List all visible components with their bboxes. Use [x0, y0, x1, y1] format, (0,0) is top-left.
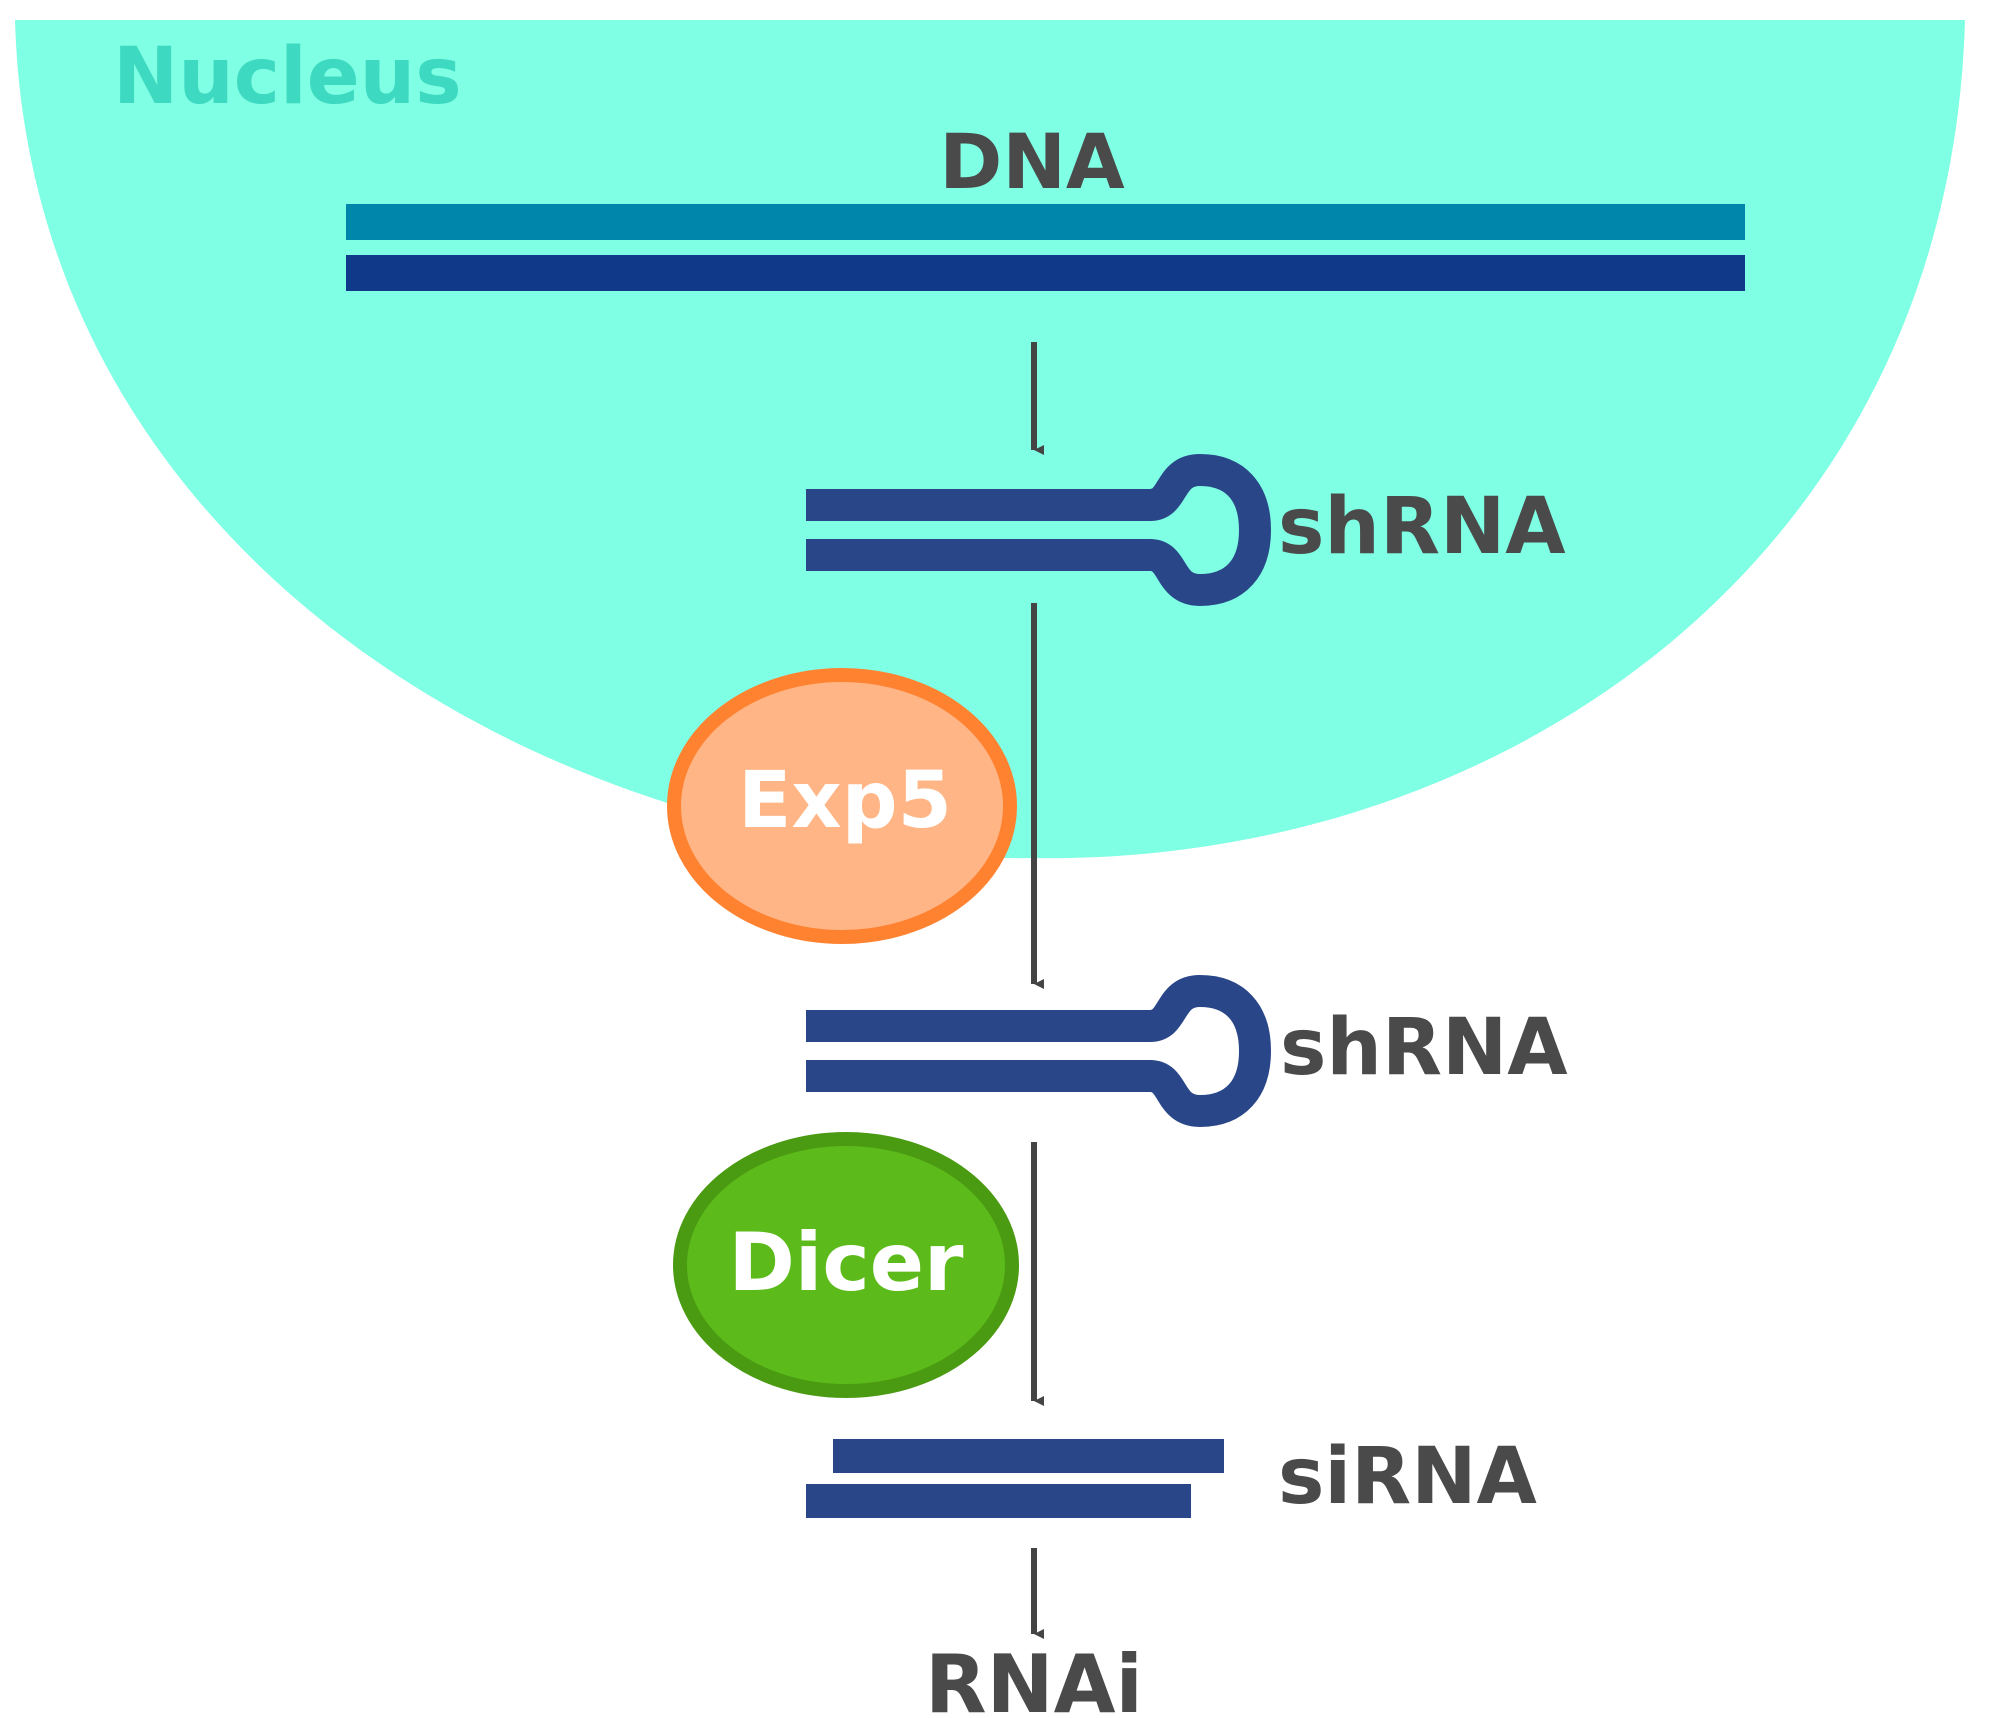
sirna-strand-bottom	[806, 1484, 1191, 1518]
dna-strand-bottom	[346, 255, 1745, 291]
dna-label: DNA	[939, 117, 1125, 206]
shrna-hairpin-cytoplasm	[806, 974, 1272, 1128]
shrna-nuclear-label: shRNA	[1278, 482, 1566, 572]
sirna-strand-top	[833, 1439, 1224, 1473]
dicer-label: Dicer	[729, 1216, 965, 1309]
exp5-protein	[667, 668, 1017, 944]
sirna-label: siRNA	[1278, 1432, 1537, 1522]
dna-strand-top	[346, 204, 1745, 240]
exp5-label: Exp5	[738, 756, 952, 846]
dicer-protein	[673, 1132, 1019, 1398]
shrna-hairpin-nuclear	[806, 453, 1272, 607]
nucleus-label: Nucleus	[113, 32, 462, 122]
shrna-cytoplasm-label: shRNA	[1280, 1003, 1568, 1093]
rnai-label: RNAi	[925, 1638, 1143, 1718]
